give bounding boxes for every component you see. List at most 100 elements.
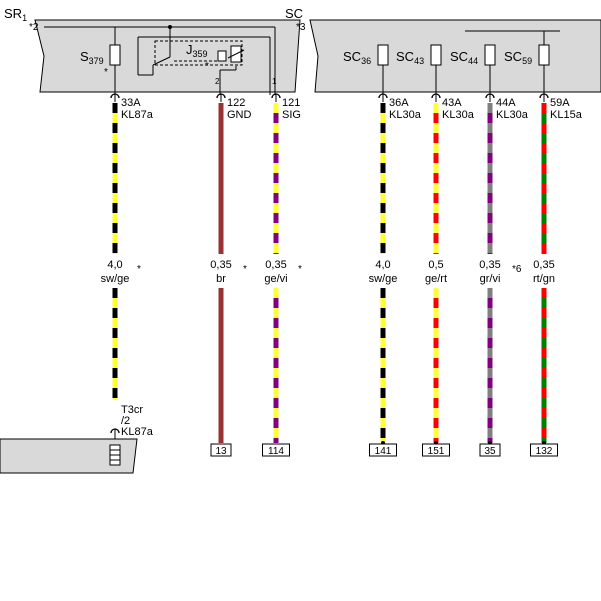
wire-id: 44A	[496, 97, 516, 109]
wire-segment	[541, 398, 547, 408]
wire-segment	[273, 328, 279, 338]
wire-segment	[380, 388, 386, 398]
wire-segment	[380, 153, 386, 163]
wire-segment	[273, 358, 279, 368]
wire-segment	[112, 173, 118, 183]
wire-segment	[541, 438, 547, 443]
wire-segment	[487, 378, 493, 388]
wire-segment	[380, 418, 386, 428]
wire-segment	[218, 348, 224, 358]
relay-coil-diagonal	[227, 49, 245, 59]
wire-segment	[112, 338, 118, 348]
wire-gauge: 4,0	[107, 259, 122, 271]
wire-segment	[218, 233, 224, 243]
junction-dot	[168, 25, 172, 29]
wire-segment	[218, 418, 224, 428]
wire-segment	[433, 203, 439, 213]
wire-segment	[112, 163, 118, 173]
wire-segment	[380, 203, 386, 213]
wire-segment	[380, 213, 386, 223]
wire-stripe	[541, 288, 547, 443]
wire-segment	[273, 213, 279, 223]
fuse-label: SC59	[504, 49, 532, 66]
wire-gauge: 0,35	[210, 259, 231, 271]
wire-gauge: 4,0	[375, 259, 390, 271]
relay-panel-internal-wiring	[44, 26, 276, 95]
wire-segment	[273, 378, 279, 388]
wire-segment	[273, 418, 279, 428]
wire-segment	[487, 388, 493, 398]
wire-segment	[112, 328, 118, 338]
wire-segment	[218, 173, 224, 183]
wire-segment	[433, 348, 439, 358]
wire-segment	[380, 243, 386, 253]
wire-segment	[380, 438, 386, 443]
wire-segment	[433, 408, 439, 418]
wire-segment	[273, 183, 279, 193]
wire-segment	[541, 358, 547, 368]
wire-segment	[380, 398, 386, 408]
wire-segment	[541, 378, 547, 388]
wire-segment	[380, 143, 386, 153]
wire-segment	[380, 183, 386, 193]
wire-segment	[218, 253, 224, 254]
wire-segment	[541, 418, 547, 428]
fuse-box-fuse	[484, 44, 496, 66]
wire-segment	[273, 398, 279, 408]
wire-segment	[112, 368, 118, 378]
wire-segment	[487, 358, 493, 368]
wire-segment	[273, 173, 279, 183]
wire-segment	[218, 163, 224, 173]
wire-stripe	[218, 103, 224, 254]
wire-segment	[112, 153, 118, 163]
wire-id: 43A	[442, 97, 462, 109]
connector-t3cr: T3cr /2 KL87a	[0, 404, 154, 474]
wire-segment	[433, 253, 439, 254]
wire-segment	[541, 338, 547, 348]
terminal-box	[262, 443, 290, 457]
wire-id: 33A	[121, 97, 141, 109]
relay-pin-2-label: 2	[215, 77, 220, 86]
wire-segment	[112, 318, 118, 328]
wire-segment	[487, 428, 493, 438]
wire-segment	[433, 183, 439, 193]
wire-segment	[433, 368, 439, 378]
wire-color-code: rt/gn	[533, 273, 555, 285]
wire-segment	[112, 298, 118, 308]
terminal-number: 114	[268, 446, 284, 457]
wire-segment	[487, 438, 493, 443]
wire-segment	[380, 298, 386, 308]
wire-segment	[487, 318, 493, 328]
wire-segment	[380, 223, 386, 233]
wire-segment	[433, 378, 439, 388]
wire-segment	[541, 298, 547, 308]
wire-stripe	[487, 103, 493, 254]
wire-segment	[541, 348, 547, 358]
wire-segment	[487, 103, 493, 113]
wire-segment	[433, 318, 439, 328]
wire-segment	[273, 243, 279, 253]
wire-segment	[273, 348, 279, 358]
wire-segment	[380, 133, 386, 143]
wire-segment	[433, 298, 439, 308]
wire-segment	[112, 143, 118, 153]
wire-segment	[487, 328, 493, 338]
wire-segment	[433, 358, 439, 368]
wire-note: *	[298, 264, 302, 275]
wire-segment	[433, 163, 439, 173]
wire-segment	[487, 203, 493, 213]
wire-segment	[487, 173, 493, 183]
wire-segment	[380, 193, 386, 203]
wire-segment	[380, 113, 386, 123]
wire-segment	[380, 123, 386, 133]
wire-segment	[487, 288, 493, 298]
wire-segment	[487, 183, 493, 193]
terminal-box	[369, 443, 397, 457]
wire-segment	[541, 408, 547, 418]
wire-segment	[380, 233, 386, 243]
wire-harness: 33AKL87a4,0sw/ge*13122GND0,35br*114121SI…	[101, 93, 583, 457]
wire-gauge: 0,35	[533, 259, 554, 271]
wire-segment	[273, 438, 279, 443]
